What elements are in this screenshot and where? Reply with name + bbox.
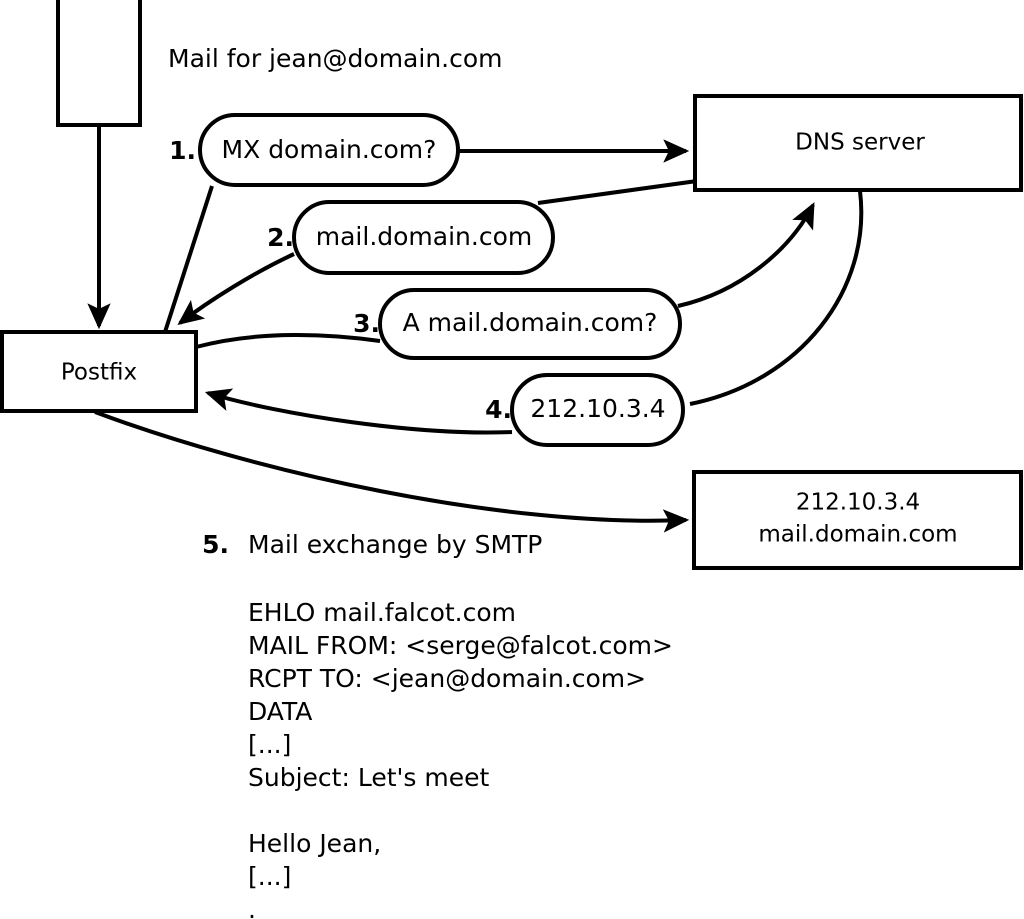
edge-postfix-to-step3-tail <box>195 333 381 349</box>
smtp-transcript-line: Subject: Let's meet <box>248 763 489 792</box>
node-mailhost-hostname: mail.domain.com <box>758 522 957 548</box>
final-step-label: Mail exchange by SMTP <box>248 530 542 559</box>
bubble-step-2[interactable] <box>292 200 555 275</box>
smtp-transcript-line: DATA <box>248 697 312 726</box>
smtp-transcript-line: EHLO mail.falcot.com <box>248 598 516 627</box>
step-number-4: 4. <box>485 395 512 424</box>
bubble-step-3[interactable] <box>378 288 682 360</box>
node-dns-server-label: DNS server <box>795 130 925 156</box>
edge-dns-to-step2-tail <box>537 179 698 205</box>
step-number-5: 5. <box>202 530 229 559</box>
smtp-transcript: EHLO mail.falcot.com MAIL FROM: <serge@f… <box>248 598 673 919</box>
edge-step1-tail-to-postfix <box>163 185 214 333</box>
edge-step2-to-postfix <box>177 252 295 325</box>
step-number-3: 3. <box>353 309 380 338</box>
bubble-step-1-label: MX domain.com? <box>222 135 437 164</box>
bubble-step-3-label: A mail.domain.com? <box>403 308 658 337</box>
smtp-transcript-line: [...] <box>248 730 291 759</box>
smtp-transcript-line: . <box>248 895 256 919</box>
edge-dns-to-step4-tail <box>689 190 864 406</box>
step-number-2: 2. <box>267 223 294 252</box>
node-mailhost-box[interactable] <box>692 470 1023 570</box>
smtp-transcript-line: Hello Jean, <box>248 829 381 858</box>
node-sender-box[interactable] <box>56 0 142 127</box>
bubble-step-4-label: 212.10.3.4 <box>530 394 665 423</box>
step-number-1: 1. <box>169 136 196 165</box>
node-dns-server-box[interactable] <box>693 94 1023 192</box>
smtp-transcript-line: [...] <box>248 862 291 891</box>
bubble-step-4[interactable] <box>510 373 685 447</box>
smtp-transcript-line: MAIL FROM: <serge@falcot.com> <box>248 631 673 660</box>
diagram-title-text: Mail for jean@domain.com <box>168 44 503 73</box>
edge-postfix-to-mailhost <box>94 410 690 533</box>
node-postfix-label: Postfix <box>61 360 137 386</box>
bubble-step-1[interactable] <box>198 113 460 187</box>
node-postfix-box[interactable] <box>0 330 198 413</box>
node-mailhost-ip: 212.10.3.4 <box>796 490 920 516</box>
smtp-transcript-line: RCPT TO: <jean@domain.com> <box>248 664 646 693</box>
edge-step4-to-postfix <box>204 388 513 435</box>
edge-step3-to-dns <box>677 202 815 308</box>
bubble-step-2-label: mail.domain.com <box>316 222 532 251</box>
